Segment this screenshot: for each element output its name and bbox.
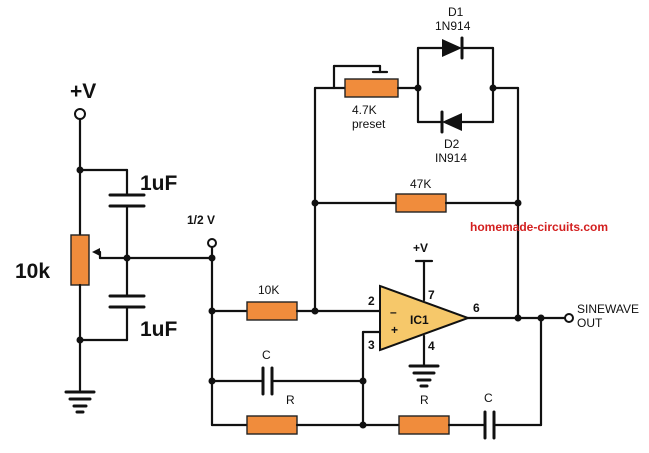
pot-wiper-arrow	[92, 248, 100, 256]
d2-part-label: IN914	[435, 151, 467, 165]
opamp-ic1	[379, 284, 471, 352]
d2-name-label: D2	[444, 137, 460, 151]
ground-symbol-left	[64, 390, 96, 414]
preset-word-label: preset	[352, 117, 386, 131]
opamp-plus-v-label: +V	[413, 241, 428, 255]
opamp-minus-sign: –	[390, 305, 397, 319]
opamp-plus-sign: +	[391, 323, 398, 337]
pin-2-label: 2	[368, 294, 375, 308]
junction	[123, 254, 131, 262]
pin-6-label: 6	[473, 301, 480, 315]
resistor-47k	[395, 193, 447, 213]
opamp-name-label: IC1	[410, 313, 429, 327]
junction	[514, 314, 522, 322]
diode-d1	[442, 36, 464, 60]
capacitor-c-left	[261, 366, 274, 396]
junction	[514, 199, 522, 207]
junction	[208, 254, 216, 262]
d1-name-label: D1	[448, 5, 464, 19]
r-left-label: R	[286, 393, 295, 407]
ground-symbol-opamp	[408, 364, 440, 388]
resistor-r-right	[398, 415, 450, 435]
half-v-terminal	[207, 238, 217, 248]
output-label-line1: SINEWAVE	[577, 302, 639, 316]
output-label-line2: OUT	[577, 316, 603, 330]
cap-bottom-label: 1uF	[140, 318, 178, 341]
plus-v-label: +V	[70, 80, 96, 103]
pin-7-label: 7	[428, 288, 435, 302]
capacitor-top	[108, 193, 146, 208]
r-10k-label: 10K	[258, 283, 279, 297]
diode-d2	[440, 110, 462, 134]
supply-divider: +V 1uF 1uF 10k	[15, 80, 214, 414]
plus-v-terminal	[74, 108, 86, 120]
pin-3-label: 3	[368, 338, 375, 352]
c-left-label: C	[262, 348, 271, 362]
half-v-label: 1/2 V	[187, 213, 215, 227]
resistor-10k	[246, 301, 298, 321]
capacitor-c-right	[483, 410, 496, 440]
capacitor-bottom	[108, 294, 146, 309]
preset-4-7k	[344, 78, 399, 98]
watermark-text: homemade-circuits.com	[470, 220, 608, 234]
c-right-label: C	[484, 391, 493, 405]
d1-part-label: 1N914	[435, 19, 471, 33]
preset-value-label: 4.7K	[352, 103, 377, 117]
pot-label: 10k	[15, 260, 50, 283]
junction	[76, 166, 84, 174]
pot-10k	[70, 234, 90, 286]
r-right-label: R	[420, 393, 429, 407]
output-terminal	[564, 313, 574, 323]
pin-4-label: 4	[428, 339, 435, 353]
cap-top-label: 1uF	[140, 172, 178, 195]
r-47k-label: 47K	[410, 177, 431, 191]
resistor-r-left	[246, 415, 298, 435]
junction	[76, 336, 84, 344]
